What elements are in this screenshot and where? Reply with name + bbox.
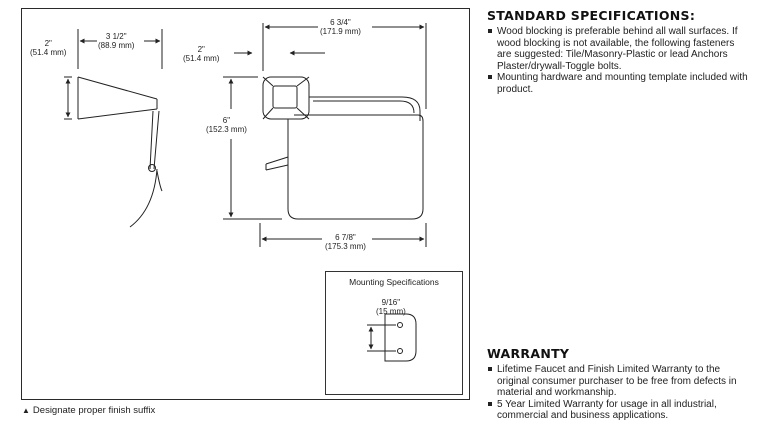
warranty-list: Lifetime Faucet and Finish Limited Warra… [487,364,749,422]
standard-specifications: STANDARD SPECIFICATIONS: Wood blocking i… [487,8,749,95]
list-item: Lifetime Faucet and Finish Limited Warra… [487,364,749,399]
standard-specs-title: STANDARD SPECIFICATIONS: [487,8,696,23]
footnote-text: Designate proper finish suffix [32,405,156,416]
side-height-dim: 2"(51.4 mm) [30,39,67,57]
list-item: Mounting hardware and mounting template … [487,72,749,95]
warranty-section: WARRANTY Lifetime Faucet and Finish Limi… [487,346,749,422]
front-height-dim: 6"(152.3 mm) [206,116,247,134]
list-item: Wood blocking is preferable behind all w… [487,26,749,72]
finish-footnote: ▲Designate proper finish suffix [22,405,155,416]
line-drawing [64,23,427,362]
list-item: 5 Year Limited Warranty for usage in all… [487,399,749,422]
front-view [262,76,424,220]
mounting-specifications-box: Mounting Specifications 9/16"(15 mm) [325,271,463,395]
standard-specs-list: Wood blocking is preferable behind all w… [487,26,749,95]
triangle-icon: ▲ [22,406,30,415]
front-top-dim: 2"(51.4 mm) [183,45,220,63]
side-depth-dim: 3 1/2"(88.9 mm) [98,32,135,50]
technical-drawing-frame: 3 1/2"(88.9 mm) 2"(51.4 mm) 6 3/4"(171.9… [21,8,470,400]
side-view [77,76,163,228]
mounting-dim: 9/16"(15 mm) [376,298,406,316]
mounting-plate-diagram [367,313,417,362]
front-width-dim: 6 3/4"(171.9 mm) [320,18,361,36]
warranty-title: WARRANTY [487,346,570,361]
mounting-title: Mounting Specifications [349,277,439,287]
front-bottom-width-dim: 6 7/8"(175.3 mm) [325,233,366,251]
